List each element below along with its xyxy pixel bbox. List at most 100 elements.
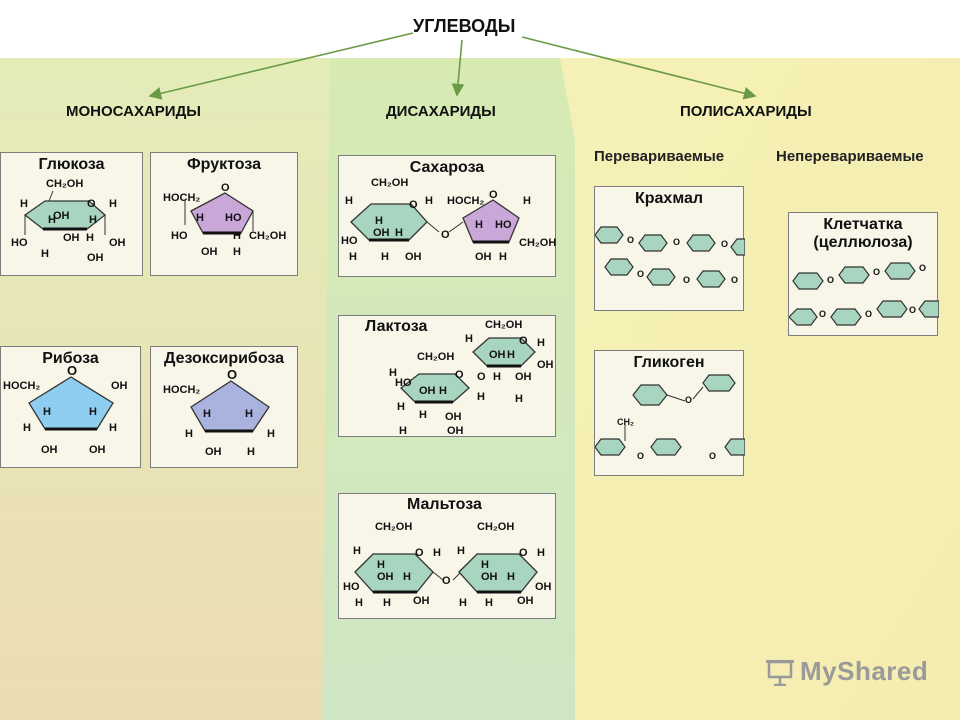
svg-text:H: H — [233, 230, 241, 242]
svg-text:H: H — [499, 251, 507, 263]
svg-text:OH: OH — [109, 237, 126, 249]
svg-text:OH: OH — [205, 446, 222, 458]
svg-text:H: H — [41, 248, 49, 260]
svg-text:HOCH₂: HOCH₂ — [447, 195, 484, 207]
svg-text:HO: HO — [495, 219, 512, 231]
svg-text:O: O — [67, 363, 77, 378]
svg-text:OH: OH — [445, 411, 462, 423]
svg-text:O: O — [409, 199, 418, 211]
svg-text:CH₂OH: CH₂OH — [371, 177, 408, 189]
svg-text:H: H — [233, 246, 241, 258]
svg-text:CH₂OH: CH₂OH — [477, 521, 514, 533]
card-title: Крахмал — [634, 190, 704, 207]
svg-text:O: O — [909, 305, 916, 315]
svg-text:O: O — [221, 182, 230, 194]
svg-text:O: O — [709, 451, 716, 461]
svg-text:H: H — [355, 597, 363, 609]
svg-text:H: H — [537, 337, 545, 349]
svg-text:CH₂OH: CH₂OH — [417, 351, 454, 363]
svg-text:H: H — [389, 367, 397, 379]
svg-text:O: O — [873, 267, 880, 277]
diagram-title: УГЛЕВОДЫ — [413, 16, 516, 36]
svg-text:OH: OH — [201, 246, 218, 258]
svg-text:CH₂OH: CH₂OH — [249, 230, 286, 242]
svg-text:H: H — [109, 198, 117, 210]
svg-text:H: H — [381, 251, 389, 263]
svg-text:CH₂OH: CH₂OH — [375, 521, 412, 533]
svg-text:O: O — [731, 275, 738, 285]
svg-text:OH: OH — [517, 595, 534, 607]
svg-text:H: H — [245, 408, 253, 420]
svg-text:H: H — [247, 446, 255, 458]
category-monosaccharides: МОНОСАХАРИДЫ — [66, 103, 201, 120]
svg-text:H: H — [89, 214, 97, 226]
card-title: Мальтоза — [407, 496, 482, 513]
svg-text:OH: OH — [489, 349, 506, 361]
svg-text:O: O — [637, 451, 644, 461]
svg-text:OH: OH — [111, 380, 128, 392]
svg-text:HO: HO — [225, 212, 242, 224]
card-title: Гликоген — [633, 354, 705, 371]
card-title-line2: (целлюлоза) — [813, 234, 913, 251]
card-title: Глюкоза — [38, 156, 105, 173]
svg-text:H: H — [383, 597, 391, 609]
svg-text:H: H — [507, 571, 515, 583]
svg-text:H: H — [395, 227, 403, 239]
svg-text:H: H — [433, 547, 441, 559]
svg-text:OH: OH — [447, 425, 464, 437]
svg-text:H: H — [507, 349, 515, 361]
svg-text:H: H — [459, 597, 467, 609]
svg-text:OH: OH — [373, 227, 390, 239]
svg-text:H: H — [109, 422, 117, 434]
svg-text:O: O — [519, 547, 528, 559]
svg-text:H: H — [89, 406, 97, 418]
card-title-line1: Клетчатка — [823, 216, 903, 233]
svg-text:H: H — [196, 212, 204, 224]
starch-chain: O O O O O O — [595, 226, 745, 288]
svg-text:O: O — [627, 235, 634, 245]
svg-text:H: H — [345, 195, 353, 207]
svg-text:H: H — [493, 371, 501, 383]
svg-text:O: O — [637, 269, 644, 279]
svg-text:H: H — [377, 559, 385, 571]
svg-text:O: O — [685, 395, 692, 405]
svg-text:H: H — [537, 547, 545, 559]
svg-text:OH: OH — [87, 252, 104, 264]
card-title: Клетчатка (целлюлоза) — [789, 216, 937, 252]
svg-text:O: O — [919, 263, 926, 273]
svg-text:H: H — [23, 422, 31, 434]
svg-text:O: O — [673, 237, 680, 247]
myshared-logo: MyShared — [766, 656, 928, 687]
card-title: Фруктоза — [187, 156, 261, 173]
svg-text:OH: OH — [89, 444, 106, 456]
svg-text:O: O — [865, 309, 872, 319]
svg-text:H: H — [349, 251, 357, 263]
svg-text:O: O — [721, 239, 728, 249]
svg-text:OH: OH — [63, 232, 80, 244]
svg-text:O: O — [683, 275, 690, 285]
svg-text:H: H — [425, 195, 433, 207]
svg-text:H: H — [457, 545, 465, 557]
svg-text:O: O — [441, 229, 450, 241]
svg-text:H: H — [353, 545, 361, 557]
svg-text:O: O — [442, 575, 451, 587]
svg-text:H: H — [515, 393, 523, 405]
svg-text:H: H — [475, 219, 483, 231]
subgroup-digestible: Перевариваемые — [594, 148, 725, 165]
svg-text:H: H — [185, 428, 193, 440]
svg-text:OH: OH — [481, 571, 498, 583]
svg-text:OH: OH — [537, 359, 554, 371]
svg-text:H: H — [267, 428, 275, 440]
svg-text:H: H — [203, 408, 211, 420]
svg-text:H: H — [439, 385, 447, 397]
card-title: Лактоза — [365, 318, 428, 335]
